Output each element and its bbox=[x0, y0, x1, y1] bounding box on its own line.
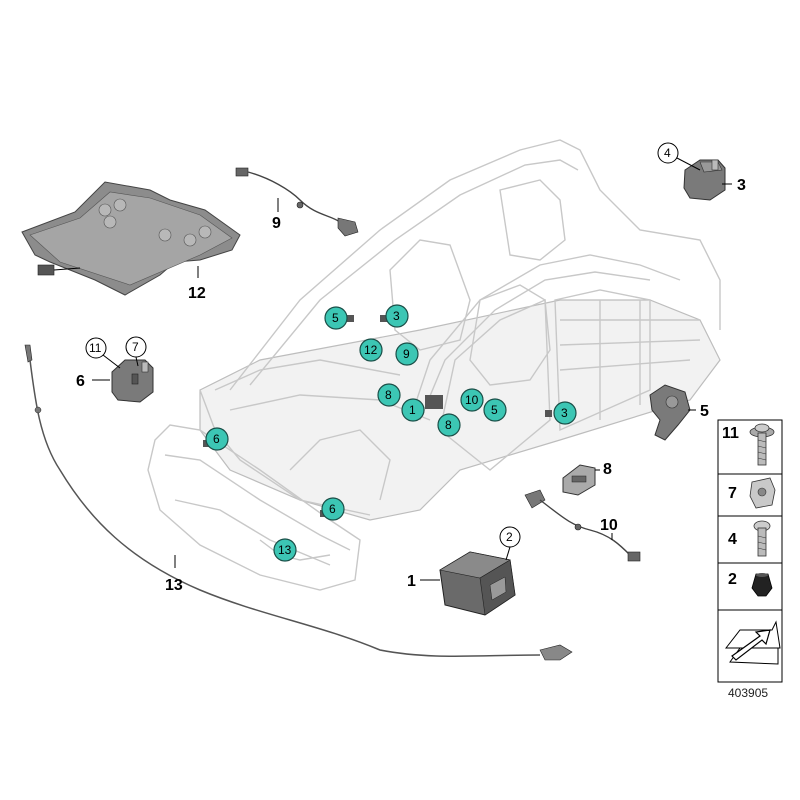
part-6-sensor-left bbox=[111, 359, 154, 403]
part-13-cable bbox=[24, 344, 573, 661]
marker-6-b: 6 bbox=[321, 497, 345, 521]
legend-label-7: 7 bbox=[728, 485, 737, 502]
svg-text:5: 5 bbox=[491, 403, 498, 417]
marker-8-a: 8 bbox=[377, 383, 401, 407]
part-10-wire-harness bbox=[524, 489, 641, 562]
part-12-seat-occupancy-mat bbox=[21, 181, 241, 296]
legend-label-2: 2 bbox=[728, 571, 737, 588]
svg-text:3: 3 bbox=[393, 309, 400, 323]
part-9-wire-harness bbox=[235, 167, 359, 237]
part-8-bracket bbox=[562, 464, 596, 496]
callout-3: 3 bbox=[737, 177, 746, 194]
marker-1: 1 bbox=[401, 398, 425, 422]
callout-9: 9 bbox=[272, 215, 281, 232]
marker-13: 13 bbox=[273, 538, 297, 562]
svg-text:1: 1 bbox=[409, 403, 416, 417]
callout-4: 4 bbox=[664, 146, 671, 160]
fixing-arrow-icon bbox=[724, 620, 781, 665]
screw-washer-icon bbox=[749, 423, 775, 466]
legend-row-4: 4 bbox=[728, 520, 771, 557]
svg-text:3: 3 bbox=[561, 406, 568, 420]
marker-3-b: 3 bbox=[553, 401, 577, 425]
svg-text:8: 8 bbox=[385, 388, 392, 402]
svg-text:6: 6 bbox=[329, 502, 336, 516]
legend-label-11: 11 bbox=[722, 425, 739, 442]
callout-labels: 9 12 3 4 6 11 7 5 8 10 1 2 bbox=[76, 142, 746, 594]
part-5-sensor-right bbox=[649, 384, 691, 441]
legend-row-7: 7 bbox=[728, 477, 776, 509]
svg-text:8: 8 bbox=[445, 418, 452, 432]
callout-1: 1 bbox=[407, 573, 416, 590]
callout-7: 7 bbox=[132, 340, 139, 354]
legend-row-11: 11 bbox=[722, 423, 775, 466]
callout-6: 6 bbox=[76, 373, 85, 390]
part-1-control-unit bbox=[439, 551, 516, 616]
marker-3-a: 3 bbox=[385, 304, 409, 328]
svg-text:6: 6 bbox=[213, 432, 220, 446]
svg-text:10: 10 bbox=[465, 393, 479, 407]
vehicle-body-shell bbox=[147, 139, 721, 591]
hex-nut-icon bbox=[751, 573, 773, 597]
marker-9: 9 bbox=[395, 342, 419, 366]
callout-2: 2 bbox=[506, 530, 513, 544]
marker-6-a: 6 bbox=[205, 427, 229, 451]
marker-10: 10 bbox=[460, 388, 484, 412]
legend-label-4: 4 bbox=[728, 531, 737, 548]
part-3-sensor-top bbox=[683, 159, 726, 201]
diagram-number: 403905 bbox=[728, 686, 768, 700]
svg-text:5: 5 bbox=[332, 311, 339, 325]
marker-5-b: 5 bbox=[483, 398, 507, 422]
teal-markers: 5 3 12 9 8 1 8 10 5 3 6 6 13 bbox=[205, 304, 577, 562]
marker-12: 12 bbox=[359, 338, 383, 362]
callout-8: 8 bbox=[603, 461, 612, 478]
marker-8-b: 8 bbox=[437, 413, 461, 437]
callout-11: 11 bbox=[89, 341, 102, 355]
svg-text:13: 13 bbox=[278, 543, 292, 557]
legend-row-2: 2 bbox=[728, 571, 773, 597]
hardware-legend-table: 11 7 4 2 bbox=[717, 419, 783, 700]
clip-nut-icon bbox=[749, 477, 776, 509]
svg-text:12: 12 bbox=[364, 343, 378, 357]
bolt-icon bbox=[753, 520, 771, 557]
marker-5-a: 5 bbox=[324, 306, 348, 330]
callout-5: 5 bbox=[700, 403, 709, 420]
svg-text:9: 9 bbox=[403, 347, 410, 361]
callout-10: 10 bbox=[600, 517, 618, 534]
callout-12: 12 bbox=[188, 285, 206, 302]
callout-13: 13 bbox=[165, 577, 183, 594]
